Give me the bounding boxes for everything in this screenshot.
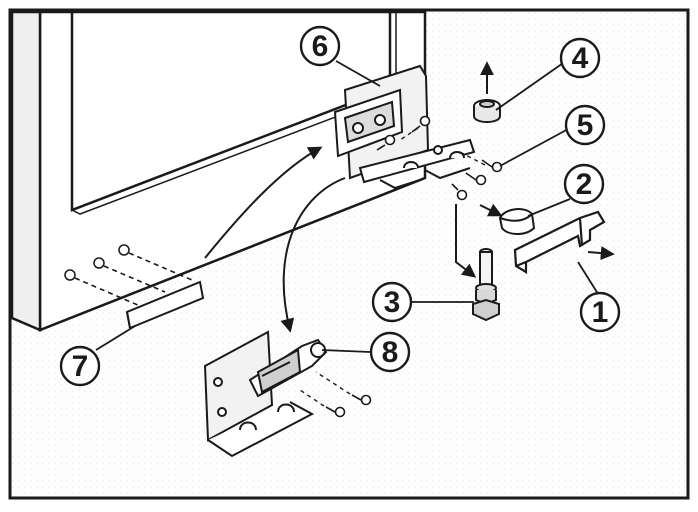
callout-circle	[299, 25, 341, 67]
callout-5: 5	[564, 104, 606, 146]
callout-number: 8	[382, 336, 399, 369]
callout-6: 6	[299, 25, 341, 67]
callout-circle	[563, 163, 605, 205]
cover-strip	[125, 280, 205, 330]
callout-8: 8	[369, 331, 411, 373]
callout-circle	[564, 104, 606, 146]
leader-7	[95, 325, 136, 351]
callout-number: 6	[312, 30, 329, 63]
door-screw-holes	[64, 244, 130, 281]
callout-number: 5	[577, 109, 594, 142]
callout-circle	[579, 291, 621, 333]
callout-number: 1	[592, 296, 609, 329]
callout-number: 4	[572, 42, 589, 75]
leader-4	[495, 60, 567, 111]
pin-insertion-path	[455, 204, 477, 278]
shim-arrow	[479, 203, 503, 217]
hole-guide-lines	[74, 252, 193, 307]
callout-4: 4	[559, 37, 601, 79]
move-arrow-to-hinge	[204, 146, 323, 259]
move-arrow-to-lower-hinge	[280, 177, 346, 333]
hinge-pin	[472, 248, 500, 322]
upper-hinge-bracket	[333, 64, 476, 190]
leader-6	[335, 60, 381, 87]
lower-hinge-bracket	[203, 330, 328, 458]
hinge-shim	[498, 208, 536, 235]
callout-number: 3	[384, 286, 401, 319]
callout-number: 7	[72, 350, 89, 383]
door-handle	[513, 210, 606, 274]
leader-2	[527, 198, 571, 217]
leader-1	[577, 261, 601, 298]
callout-circle	[369, 331, 411, 373]
callout-circle	[559, 37, 601, 79]
callout-2: 2	[563, 163, 605, 205]
cap-plug	[473, 99, 501, 123]
middle-screw	[451, 183, 468, 201]
leader-5	[499, 127, 571, 167]
upper-screw-guides	[399, 127, 486, 166]
callout-7: 7	[59, 345, 101, 387]
callout-circle	[59, 345, 101, 387]
refrigerator-door	[10, 10, 427, 332]
callout-number: 2	[576, 168, 593, 201]
leader-8	[321, 349, 371, 353]
lower-screw-guides	[299, 371, 351, 407]
handle-removal-arrow	[587, 246, 615, 261]
callout-circle	[371, 281, 413, 323]
callout-1: 1	[579, 291, 621, 333]
lower-hinge-screws	[325, 394, 372, 418]
callout-3: 3	[371, 281, 413, 323]
figure-frame	[8, 8, 690, 500]
